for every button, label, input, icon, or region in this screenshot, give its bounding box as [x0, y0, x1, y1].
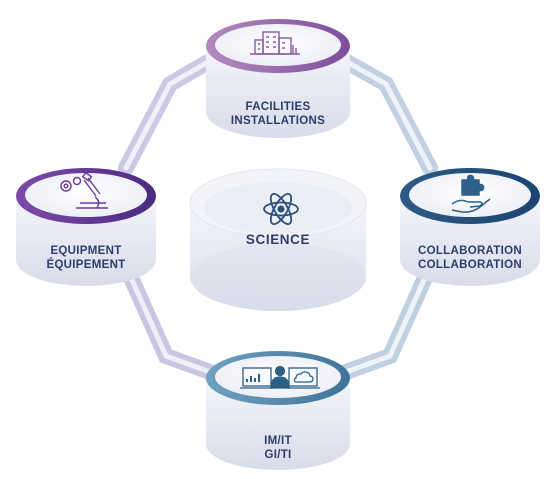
pipe-collaboration-imit [338, 254, 440, 380]
connector-pipes [116, 54, 440, 380]
imit-label-line1: IM/IT [264, 435, 292, 447]
facilities-label-line1: FACILITIES [245, 101, 311, 113]
atom-icon [263, 193, 299, 225]
equipment-label: EQUIPMENT ÉQUIPEMENT [16, 244, 156, 272]
collaboration-label-line1: COLLABORATION [418, 245, 522, 257]
building-icon [250, 31, 300, 55]
science-disk [189, 168, 367, 311]
equipment-label-line2: ÉQUIPEMENT [46, 259, 126, 271]
collaboration-label-line2: COLLABORATION [418, 259, 522, 271]
pipe-facilities-equipment [118, 54, 216, 176]
pipe-equipment-imit [116, 254, 218, 380]
equipment-disk [16, 168, 156, 286]
imit-label-line2: GI/TI [264, 449, 292, 461]
microscope-gears-icon [60, 171, 108, 209]
equipment-label-line1: EQUIPMENT [50, 245, 122, 257]
laptop-user-cloud-icon [240, 365, 320, 389]
imit-label: IM/IT GI/TI [206, 434, 350, 462]
pipe-facilities-collaboration [339, 54, 438, 176]
collaboration-label: COLLABORATION COLLABORATION [400, 244, 540, 272]
facilities-disk [206, 19, 350, 138]
collaboration-disk [400, 168, 540, 286]
facilities-label-line2: INSTALLATIONS [230, 115, 326, 127]
imit-disk [206, 351, 350, 470]
hand-puzzle-icon [451, 174, 491, 213]
science-label: SCIENCE [245, 232, 311, 247]
facilities-label: FACILITIES INSTALLATIONS [206, 100, 350, 128]
